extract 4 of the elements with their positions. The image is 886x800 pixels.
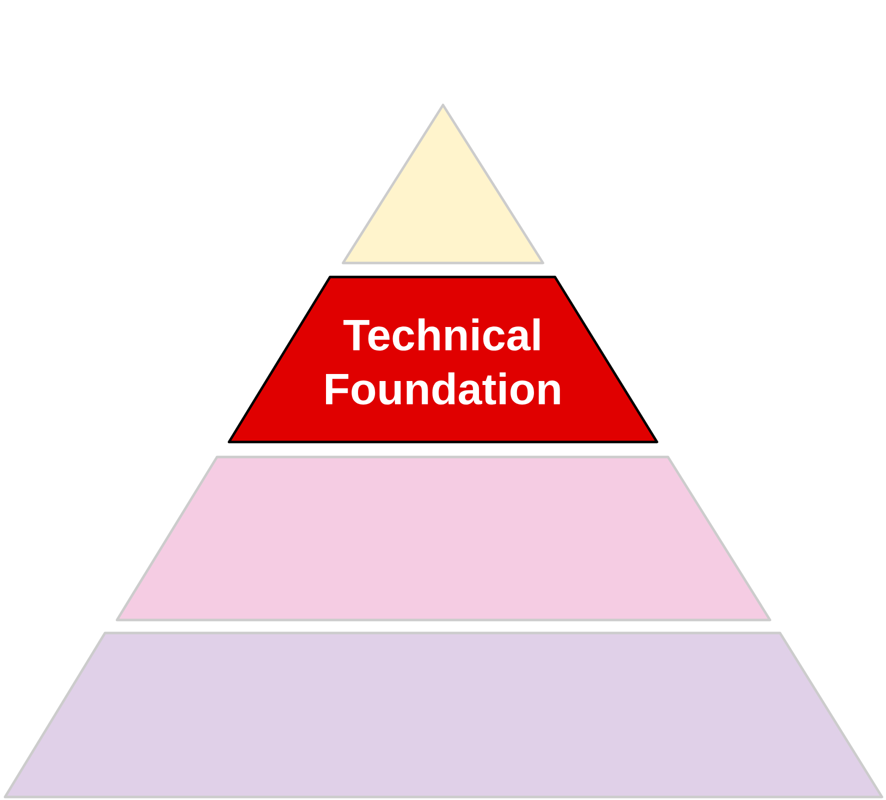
pyramid-tier: Technical Foundation bbox=[228, 276, 658, 444]
pyramid-tier bbox=[342, 104, 544, 264]
pyramid-tier bbox=[4, 632, 884, 798]
pyramid-tier bbox=[116, 456, 772, 622]
